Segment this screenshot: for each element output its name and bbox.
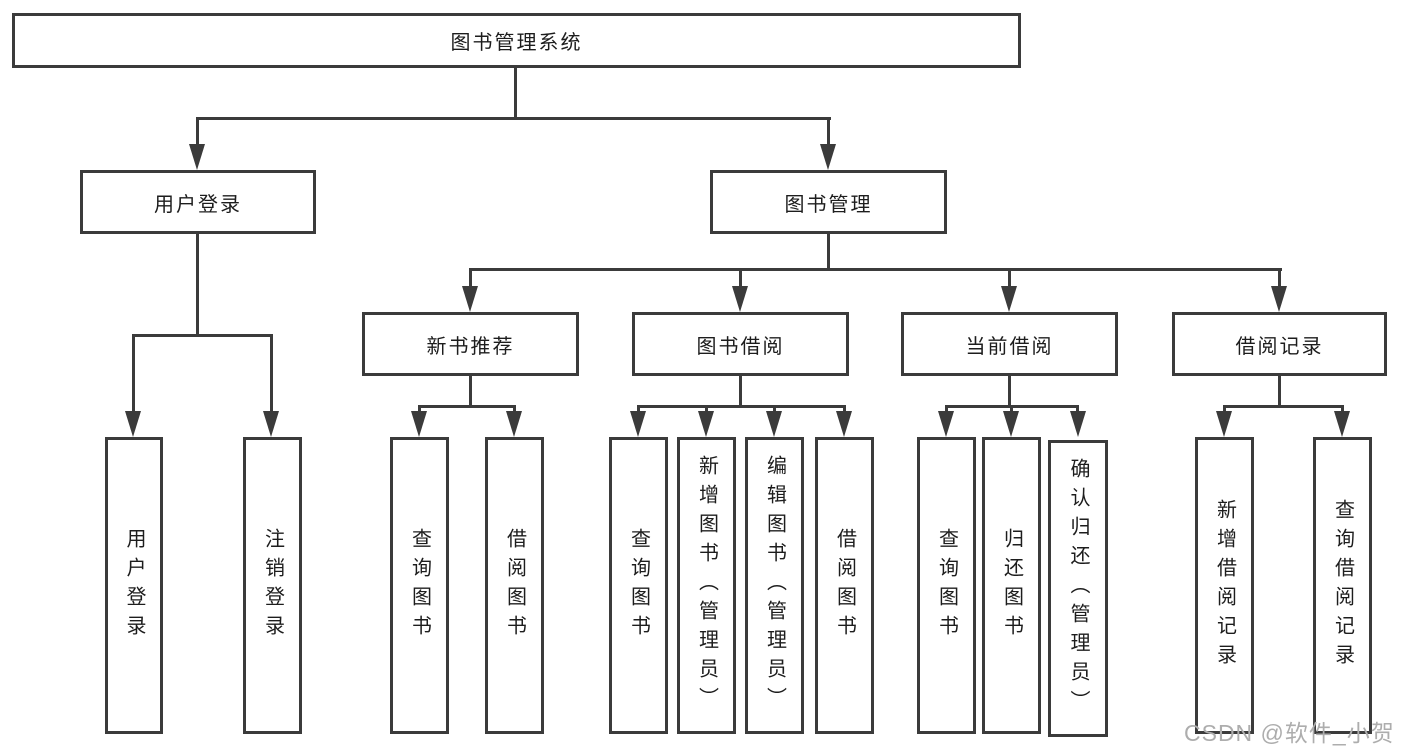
- connector-arrow: [836, 411, 852, 437]
- connector-line: [469, 376, 472, 408]
- connector-line: [945, 405, 1079, 408]
- node-label: 查询借阅记录: [1331, 498, 1354, 673]
- node-user-login: 用户登录: [80, 170, 316, 234]
- leaf-query-books-borrowing: 查询图书: [609, 437, 668, 734]
- connector-line: [1223, 405, 1344, 408]
- leaf-add-borrow-record: 新增借阅记录: [1195, 437, 1254, 734]
- connector-line: [270, 337, 273, 413]
- connector-arrow: [506, 411, 522, 437]
- connector-arrow: [732, 286, 748, 312]
- node-new-book-recommend: 新书推荐: [362, 312, 579, 376]
- node-label: 借阅图书: [833, 527, 856, 644]
- connector-line: [945, 408, 948, 412]
- node-label: 当前借阅: [965, 335, 1054, 358]
- connector-line: [1008, 376, 1011, 408]
- connector-line: [1008, 271, 1011, 286]
- connector-line: [196, 117, 831, 120]
- connector-arrow: [630, 411, 646, 437]
- connector-line: [469, 268, 1282, 271]
- node-label: 注销登录: [261, 527, 284, 644]
- connector-arrow: [189, 144, 205, 170]
- leaf-query-books-recommend: 查询图书: [390, 437, 449, 734]
- connector-line: [1223, 408, 1226, 412]
- connector-arrow: [263, 411, 279, 437]
- connector-arrow: [462, 286, 478, 312]
- connector-line: [418, 408, 421, 412]
- connector-line: [705, 408, 708, 412]
- connector-line: [827, 120, 830, 146]
- connector-line: [469, 271, 472, 286]
- connector-line: [1341, 408, 1344, 412]
- leaf-borrow-books-borrowing: 借阅图书: [815, 437, 874, 734]
- connector-line: [827, 234, 830, 271]
- connector-arrow: [1334, 411, 1350, 437]
- leaf-return-books: 归还图书: [982, 437, 1041, 734]
- connector-line: [739, 376, 742, 408]
- connector-line: [1076, 408, 1079, 412]
- connector-arrow: [766, 411, 782, 437]
- node-label: 查询图书: [408, 527, 431, 644]
- connector-line: [1278, 376, 1281, 408]
- connector-line: [196, 234, 199, 337]
- connector-line: [196, 120, 199, 146]
- connector-line: [418, 405, 516, 408]
- leaf-user-login: 用户登录: [105, 437, 163, 734]
- connector-arrow: [698, 411, 714, 437]
- node-label: 用户登录: [123, 527, 145, 644]
- connector-arrow: [1271, 286, 1287, 312]
- connector-line: [514, 68, 517, 120]
- leaf-query-borrow-record: 查询借阅记录: [1313, 437, 1372, 734]
- node-book-borrowing: 图书借阅: [632, 312, 849, 376]
- connector-arrow: [1001, 286, 1017, 312]
- connector-arrow: [125, 411, 141, 437]
- node-label: 新增借阅记录: [1213, 498, 1236, 673]
- connector-arrow: [1003, 411, 1019, 437]
- leaf-logout-login: 注销登录: [243, 437, 302, 734]
- connector-arrow: [938, 411, 954, 437]
- connector-line: [1278, 271, 1281, 286]
- connector-arrow: [411, 411, 427, 437]
- node-book-management: 图书管理: [710, 170, 947, 234]
- node-library-management-system: 图书管理系统: [12, 13, 1021, 68]
- connector-line: [132, 337, 135, 413]
- node-label: 图书管理: [784, 193, 873, 216]
- connector-line: [637, 405, 846, 408]
- leaf-confirm-return-admin: 确认归还（管理员）: [1048, 440, 1108, 737]
- node-label: 图书借阅: [696, 335, 785, 358]
- leaf-edit-book-admin: 编辑图书（管理员）: [745, 437, 804, 734]
- node-label: 查询图书: [935, 527, 958, 644]
- leaf-add-book-admin: 新增图书（管理员）: [677, 437, 736, 734]
- node-label: 归还图书: [1000, 527, 1023, 644]
- connector-arrow: [820, 144, 836, 170]
- connector-arrow: [1070, 411, 1086, 437]
- node-label: 借阅记录: [1235, 335, 1324, 358]
- connector-line: [843, 408, 846, 412]
- leaf-borrow-books-recommend: 借阅图书: [485, 437, 544, 734]
- leaf-query-books-current: 查询图书: [917, 437, 976, 734]
- connector-line: [513, 408, 516, 412]
- connector-line: [132, 334, 273, 337]
- connector-line: [1010, 408, 1013, 412]
- node-label: 确认归还（管理员）: [1067, 458, 1089, 719]
- connector-arrow: [1216, 411, 1232, 437]
- csdn-watermark: CSDN @软件_小贺同学: [1184, 720, 1395, 746]
- node-label: 新书推荐: [426, 335, 515, 358]
- node-label: 借阅图书: [503, 527, 526, 644]
- node-borrowing-records: 借阅记录: [1172, 312, 1387, 376]
- connector-line: [739, 271, 742, 286]
- node-label: 查询图书: [627, 527, 650, 644]
- node-current-borrowing: 当前借阅: [901, 312, 1118, 376]
- node-label: 新增图书（管理员）: [695, 455, 718, 716]
- connector-line: [637, 408, 640, 412]
- node-label: 编辑图书（管理员）: [763, 455, 786, 716]
- node-label: 用户登录: [154, 193, 242, 216]
- connector-line: [773, 408, 776, 412]
- node-label: 图书管理系统: [450, 32, 583, 54]
